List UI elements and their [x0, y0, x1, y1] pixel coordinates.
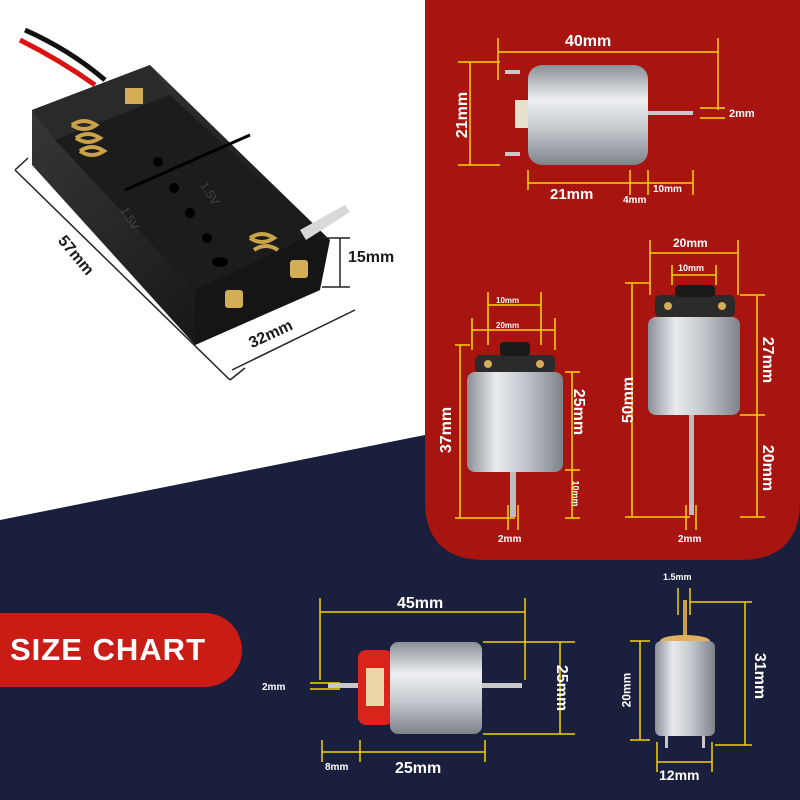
cylinder-motor-body-label: 20mm: [619, 672, 634, 708]
horizontal-motor: [328, 642, 522, 734]
battery-height-label: 15mm: [348, 249, 395, 266]
small-motor-height-label: 37mm: [438, 406, 456, 454]
small-motor-top-a-label: 10mm: [496, 296, 520, 305]
small-motor-shaft-length-label: 10mm: [570, 480, 581, 507]
tall-motor-width-label: 20mm: [673, 236, 708, 250]
small-motor-shaft-label: 2mm: [498, 534, 522, 545]
dimension-lines: [310, 38, 765, 772]
cylinder-motor-width-label: 12mm: [659, 767, 700, 783]
horizontal-motor-shaft-label: 2mm: [262, 682, 286, 693]
tall-motor-height-label: 50mm: [620, 376, 638, 424]
size-chart-badge: SIZE CHART: [0, 613, 242, 687]
horizontal-motor-body-label: 25mm: [395, 760, 442, 777]
tall-motor-shaft-label: 2mm: [678, 534, 702, 545]
small-motor-body-label: 25mm: [570, 388, 588, 436]
tall-motor-body-label: 27mm: [759, 336, 777, 384]
round-motor-shaft-length-label: 10mm: [653, 184, 682, 195]
round-motor-shaft-label: 2mm: [729, 108, 755, 120]
tall-motor-top-label: 10mm: [678, 263, 705, 273]
round-motor-offset-label: 4mm: [623, 195, 647, 206]
cylinder-motor: [655, 600, 715, 748]
round-motor-body-label: 21mm: [550, 186, 594, 203]
cylinder-motor-shaft-label: 1.5mm: [663, 572, 692, 582]
size-chart-title: SIZE CHART: [10, 632, 206, 667]
tall-motor: [648, 285, 740, 515]
horizontal-motor-height-label: 25mm: [553, 664, 571, 712]
small-motor-top-b-label: 20mm: [496, 321, 520, 330]
horizontal-motor-offset-label: 8mm: [325, 762, 349, 773]
tall-motor-shaft-length-label: 20mm: [759, 444, 777, 492]
small-motor: [467, 342, 563, 517]
round-motor-diameter-label: 21mm: [454, 91, 472, 139]
round-motor-length-label: 40mm: [565, 33, 612, 50]
battery-dimension-lines: [14, 157, 356, 381]
round-motor: [505, 65, 693, 165]
battery-holder: 1.5V 1.5V: [18, 27, 350, 345]
cylinder-motor-height-label: 31mm: [751, 652, 769, 700]
horizontal-motor-length-label: 45mm: [397, 595, 444, 612]
